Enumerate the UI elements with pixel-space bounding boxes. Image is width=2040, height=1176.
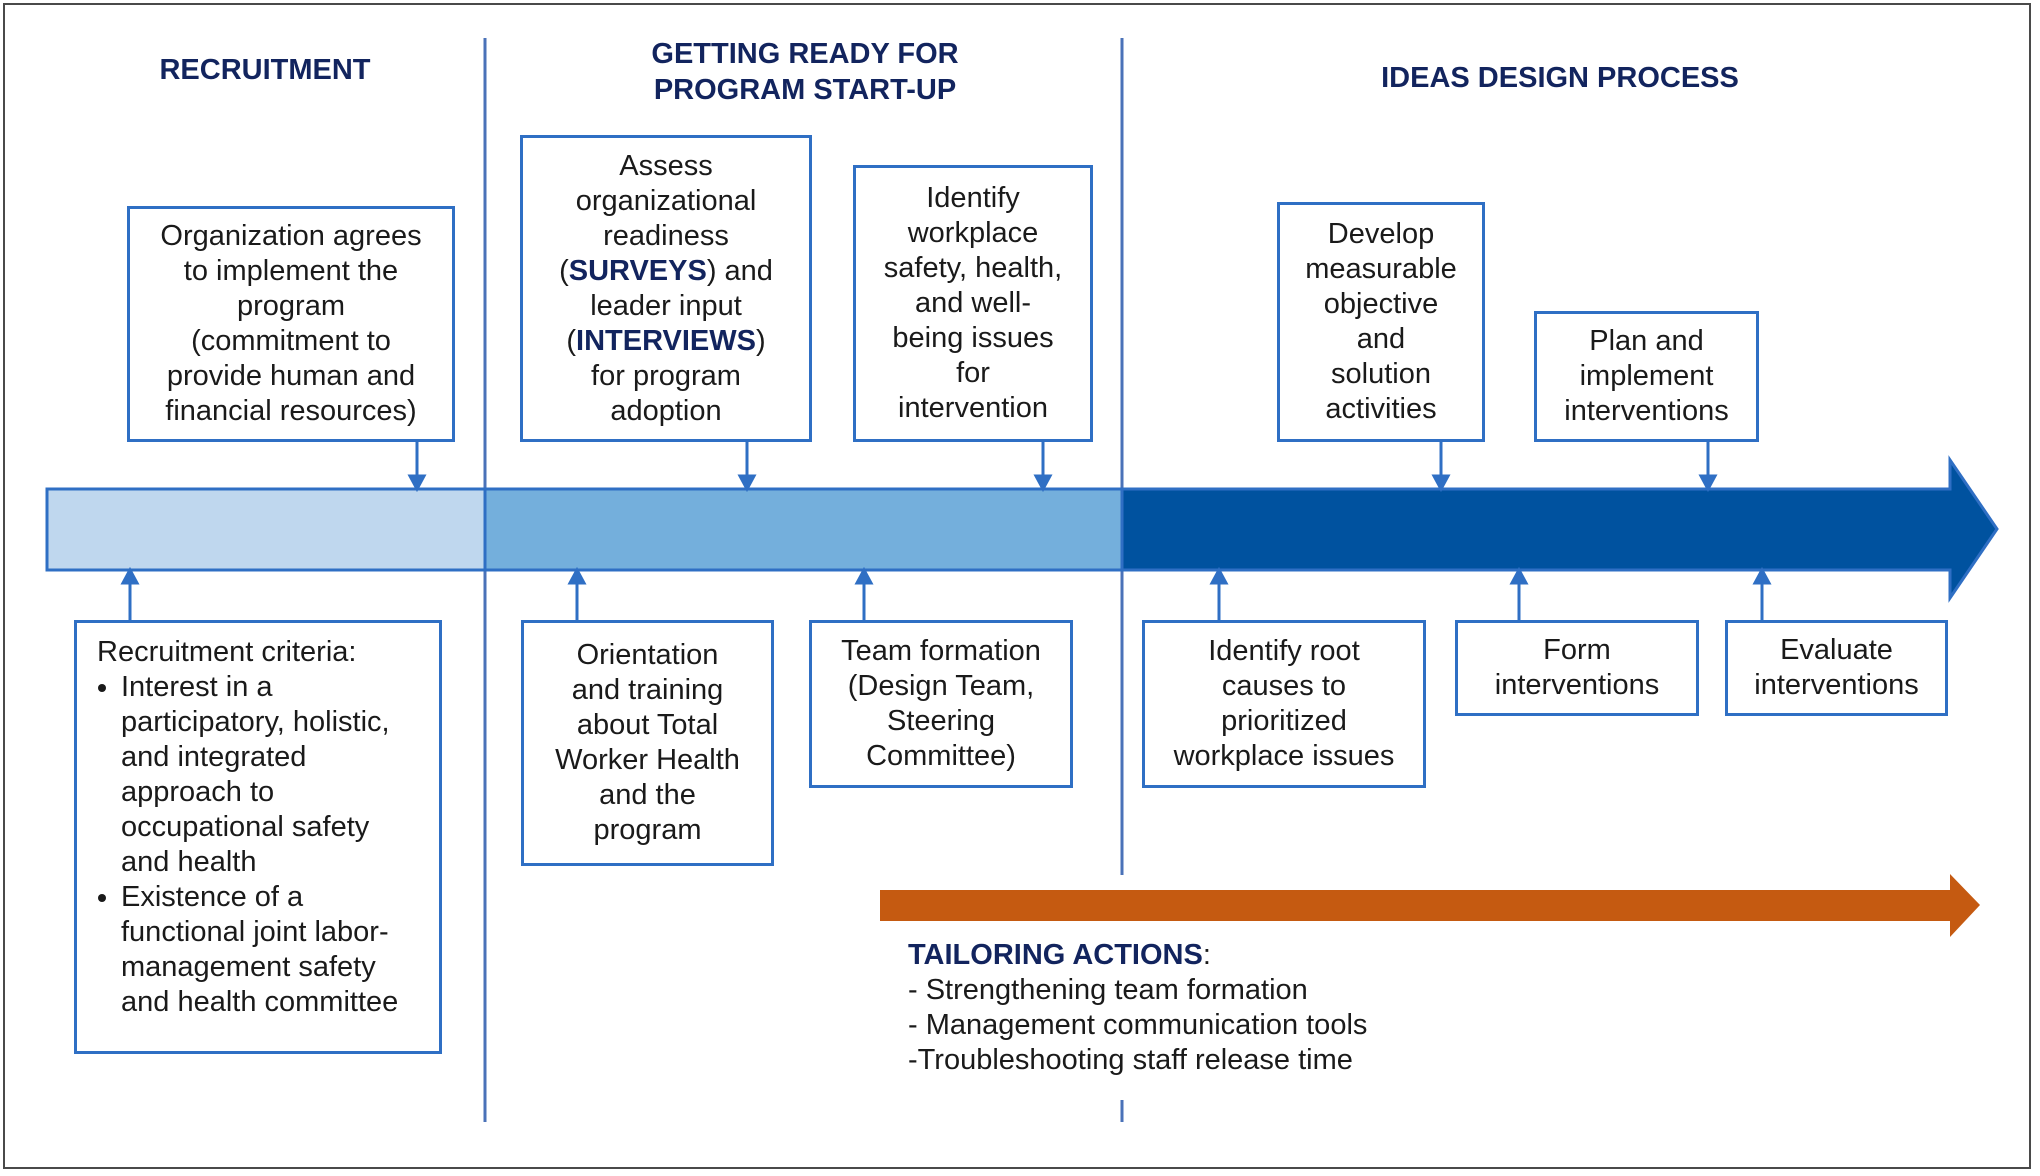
- box-line: and training: [571, 674, 724, 706]
- box-line: leader input: [590, 289, 742, 322]
- timeline-phase-recruitment: [45, 487, 487, 572]
- box-team-formation: Team formation (Design Team, Steering Co…: [809, 620, 1073, 788]
- box-line: for program: [591, 359, 741, 392]
- connector-arrows-top: [407, 442, 1718, 493]
- box-line: Identify root: [1208, 635, 1360, 667]
- box-line: implement: [1579, 360, 1714, 392]
- box-line: activities: [1325, 393, 1437, 425]
- box-line: Plan and: [1589, 325, 1704, 357]
- surveys-label: SURVEYS: [568, 254, 707, 287]
- box-line: adoption: [610, 394, 722, 427]
- box-line: organizational: [575, 184, 757, 217]
- criteria-item: Interest in a participatory, holistic, a…: [121, 670, 419, 880]
- box-identify-workplace-issues: Identify workplace safety, health, and w…: [853, 165, 1093, 442]
- box-line: (Design Team,: [847, 670, 1035, 702]
- box-line: provide human and: [166, 360, 416, 392]
- box-line: financial resources): [165, 395, 417, 427]
- phase-title-recruitment: RECRUITMENT: [100, 52, 430, 88]
- phase-title-getting-ready: GETTING READY FOR PROGRAM START-UP: [590, 36, 1020, 108]
- box-line: Identify: [926, 182, 1020, 214]
- timeline-phase-ideas-arrow: [1120, 455, 1999, 603]
- box-line: and the: [599, 779, 696, 811]
- phase-title-ideas: IDEAS DESIGN PROCESS: [1330, 60, 1790, 96]
- box-line: interventions: [1494, 669, 1660, 701]
- box-develop-objective: Develop measurable objective and solutio…: [1277, 202, 1485, 442]
- box-line: measurable: [1305, 253, 1457, 285]
- box-line: for: [956, 357, 990, 389]
- tailoring-item: - Management communication tools: [908, 1009, 1368, 1041]
- text-part: (: [566, 324, 577, 357]
- box-orientation-training: Orientation and training about Total Wor…: [521, 620, 774, 866]
- box-line: interventions: [1564, 395, 1729, 427]
- box-line: prioritized: [1221, 705, 1347, 737]
- tailoring-item: -Troubleshooting staff release time: [908, 1044, 1353, 1076]
- box-assess-readiness: Assess organizational readiness (SURVEYS…: [520, 135, 812, 442]
- phase-title-line: IDEAS DESIGN PROCESS: [1381, 62, 1739, 94]
- box-line: Evaluate: [1780, 634, 1893, 666]
- box-line: about Total: [576, 709, 719, 741]
- box-line: interventions: [1754, 669, 1919, 701]
- box-line: Orientation: [576, 639, 719, 671]
- box-line: workplace: [907, 217, 1039, 249]
- box-evaluate-interventions: Evaluate interventions: [1725, 620, 1948, 716]
- criteria-list: Interest in a participatory, holistic, a…: [97, 670, 419, 1020]
- box-line: (commitment to: [191, 325, 391, 357]
- tailoring-colon: :: [1202, 939, 1211, 971]
- box-line: (INTERVIEWS): [559, 324, 773, 359]
- box-line: (SURVEYS) and: [559, 254, 773, 289]
- criteria-item: Existence of a functional joint labor-ma…: [121, 880, 419, 1020]
- box-line: Steering: [886, 705, 995, 737]
- phase-title-line: PROGRAM START-UP: [653, 74, 957, 106]
- box-line: Committee): [866, 740, 1016, 772]
- text-part: ) and: [706, 254, 773, 287]
- tailoring-actions: TAILORING ACTIONS: - Strengthening team …: [908, 938, 1367, 1078]
- box-line: Worker Health: [555, 744, 740, 776]
- box-line: being issues: [892, 322, 1054, 354]
- box-line: Team formation: [841, 635, 1041, 667]
- phase-title-line: GETTING READY FOR: [651, 38, 959, 70]
- box-line: program: [593, 814, 702, 846]
- connector-arrows-bottom: [120, 566, 1772, 620]
- text-part: ): [755, 324, 766, 357]
- box-line: readiness: [603, 219, 729, 252]
- box-line: Form: [1543, 634, 1611, 666]
- box-line: Develop: [1327, 218, 1435, 250]
- box-line: solution: [1331, 358, 1431, 390]
- box-plan-implement: Plan and implement interventions: [1534, 311, 1759, 442]
- text-part: (: [559, 254, 569, 287]
- tailoring-item: - Strengthening team formation: [908, 974, 1308, 1006]
- box-line: program: [237, 290, 345, 322]
- box-line: objective: [1323, 288, 1439, 320]
- box-organization-agrees: Organization agrees to implement the pro…: [127, 206, 455, 442]
- phase-title-line: RECRUITMENT: [159, 54, 371, 86]
- criteria-heading: Recruitment criteria:: [97, 636, 357, 668]
- box-line: safety, health,: [883, 252, 1063, 284]
- box-line: causes to: [1221, 670, 1347, 702]
- box-line: Assess: [619, 149, 713, 182]
- box-recruitment-criteria: Recruitment criteria: Interest in a part…: [74, 620, 442, 1054]
- box-line: and well-: [914, 287, 1032, 319]
- box-line: Organization agrees: [160, 220, 422, 252]
- box-line: and: [1356, 323, 1406, 355]
- box-line: to implement the: [183, 255, 399, 287]
- tailoring-title: TAILORING ACTIONS: [908, 939, 1203, 971]
- timeline-phase-getting-ready: [483, 487, 1124, 572]
- figure-frame: [3, 3, 2031, 1169]
- box-identify-root-causes: Identify root causes to prioritized work…: [1142, 620, 1426, 788]
- box-form-interventions: Form interventions: [1455, 620, 1699, 716]
- tailoring-arrow: [880, 874, 1980, 937]
- box-line: workplace issues: [1173, 740, 1395, 772]
- tailoring-heading: TAILORING ACTIONS:: [908, 938, 1367, 973]
- box-line: intervention: [898, 392, 1048, 424]
- interviews-label: INTERVIEWS: [576, 324, 756, 357]
